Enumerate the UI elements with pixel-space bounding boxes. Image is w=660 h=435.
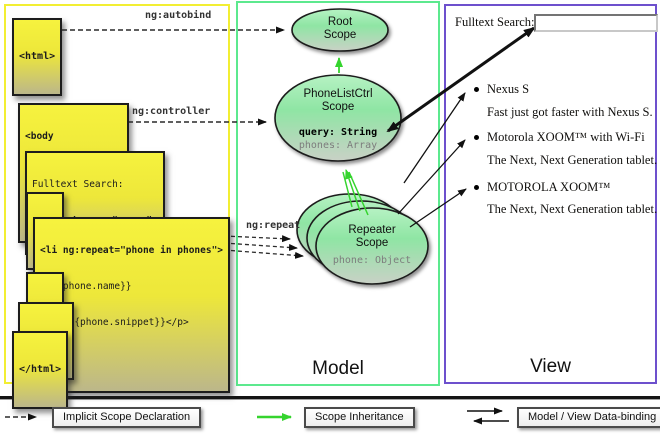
autobind-arrow-label: ng:autobind <box>145 10 212 21</box>
view-item-title: MOTOROLA XOOM™ <box>487 180 611 194</box>
fulltext-search-input[interactable] <box>534 14 658 32</box>
model-column: Model <box>236 1 440 386</box>
root-scope-label: Root Scope <box>323 16 357 41</box>
html-open-tag-box: <html> <box>12 18 63 96</box>
legend-separator-line <box>0 396 660 400</box>
view-item-title: Motorola XOOM™ with Wi-Fi <box>487 130 645 144</box>
bullet-icon <box>474 87 479 92</box>
controller-arrow-label: ng:controller <box>132 106 211 117</box>
view-item-desc: Fast just got faster with Nexus S. <box>487 105 653 119</box>
repeater-phone-prop: phone: Object <box>332 255 412 266</box>
view-item-desc: The Next, Next Generation tablet. <box>487 202 658 216</box>
phonelistctrl-query-prop: query: String <box>298 127 378 138</box>
repeater-scope-label: Repeater Scope <box>348 224 396 249</box>
view-item-desc: The Next, Next Generation tablet. <box>487 153 658 167</box>
repeat-arrow-label: ng:repeat <box>246 220 301 231</box>
legend-scope-inheritance-label: Scope Inheritance <box>304 407 415 428</box>
html-close-tag-box: </html> <box>12 331 69 409</box>
bullet-icon <box>474 185 479 190</box>
phonelistctrl-phones-prop: phones: Array <box>298 140 378 151</box>
model-column-label: Model <box>312 358 364 379</box>
phonelistctrl-scope-label: PhoneListCtrl Scope <box>303 88 373 113</box>
legend-databinding-label: Model / View Data-binding <box>517 407 660 428</box>
view-column-label: View <box>530 356 571 377</box>
bullet-icon <box>474 135 479 140</box>
fulltext-search-label: Fulltext Search: <box>455 15 535 29</box>
view-item-title: Nexus S <box>487 82 530 96</box>
legend-implicit-scope-label: Implicit Scope Declaration <box>52 407 202 428</box>
